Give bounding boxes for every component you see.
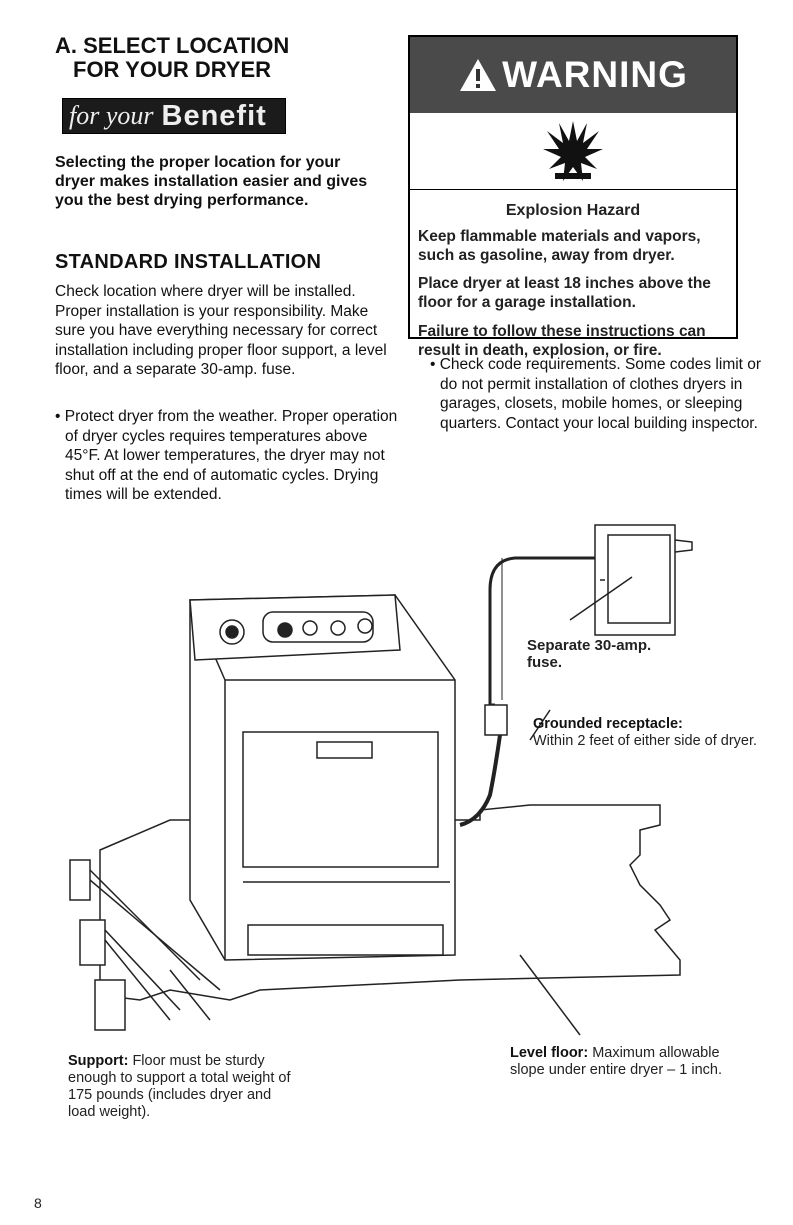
section-title-line2: FOR YOUR DRYER — [73, 57, 272, 82]
explosion-icon — [543, 121, 603, 181]
conduit — [488, 556, 595, 707]
section-title: A. SELECT LOCATION FOR YOUR DRYER — [55, 34, 289, 82]
warning-hazard-title: Explosion Hazard — [505, 202, 641, 219]
dryer-installation-illustration — [69, 524, 693, 1036]
separate-fuse-callout: Separate 30-amp. fuse. — [527, 637, 652, 671]
weather-bullet-text: Protect dryer from the weather. Proper o… — [64, 408, 398, 503]
standard-installation-heading: STANDARD INSTALLATION — [55, 251, 322, 273]
power-cord — [459, 734, 502, 827]
floor-joists — [69, 859, 221, 1031]
level-floor-title: Level floor: — [510, 1045, 589, 1061]
standard-installation-paragraph: Check location where dryer will be insta… — [55, 283, 387, 378]
page-number: 8 — [34, 1195, 42, 1211]
dryer-body — [189, 594, 456, 961]
weather-bullet: • Protect dryer from the weather. Proper… — [55, 408, 398, 503]
warning-text-failure: Failure to follow these instructions can… — [418, 323, 706, 359]
grounded-receptacle-callout: Grounded receptacle: Within 2 feet of ei… — [533, 716, 773, 750]
code-bullet: • Check code requirements. Some codes li… — [430, 356, 762, 432]
intro-text: Selecting the proper location for your d… — [55, 154, 368, 209]
level-floor-text: Maximum allowable slope under entire dry… — [510, 1045, 722, 1078]
support-callout: Support: Floor must be sturdy enough to … — [68, 1053, 293, 1121]
warning-triangle-icon — [460, 59, 497, 91]
benefit-prefix: for your — [69, 101, 154, 130]
warning-box: WARNING Explosion Hazard Keep flammable … — [408, 35, 738, 359]
warning-text-flammable: Keep flammable materials and vapors, suc… — [418, 228, 701, 264]
warning-divider — [410, 189, 736, 190]
grounded-receptacle-text: Within 2 feet of either side of dryer. — [533, 733, 758, 749]
level-floor-callout: Level floor: Maximum allowable slope und… — [510, 1045, 755, 1079]
section-title-line1: A. SELECT LOCATION — [55, 33, 290, 58]
grounded-receptacle-title: Grounded receptacle: — [533, 716, 683, 732]
fuse-box — [594, 524, 693, 636]
warning-text-garage: Place dryer at least 18 inches above the… — [418, 275, 711, 311]
warning-label: WARNING — [502, 54, 688, 95]
benefit-word: Benefit — [161, 99, 267, 132]
code-bullet-text: Check code requirements. Some codes limi… — [439, 356, 762, 432]
support-text: Floor must be sturdy enough to support a… — [68, 1053, 291, 1120]
receptacle — [484, 704, 508, 736]
support-title: Support: — [68, 1053, 129, 1069]
for-your-benefit-badge: for your Benefit — [62, 98, 286, 134]
warning-header: WARNING — [410, 37, 736, 113]
